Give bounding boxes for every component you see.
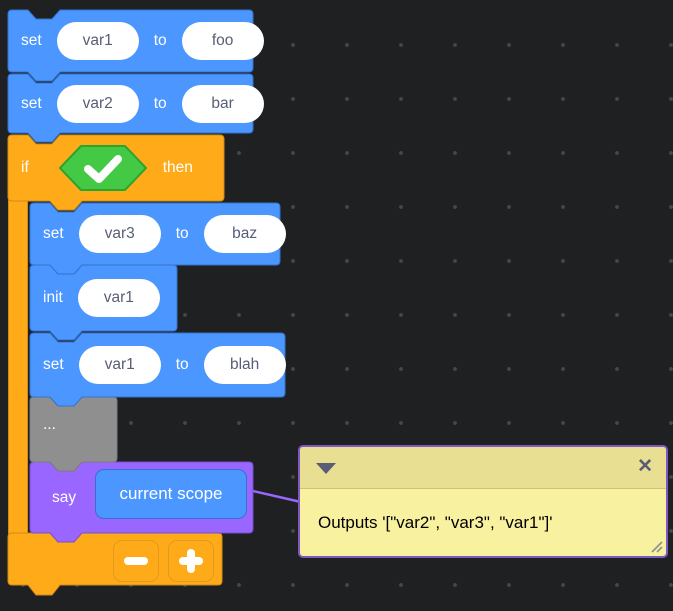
init-label: init	[43, 289, 63, 306]
to-label: to	[153, 32, 167, 49]
triangle-down-icon[interactable]	[316, 463, 336, 474]
set-label: set	[43, 356, 64, 373]
checkmark-icon	[83, 155, 122, 183]
condition-hexagon[interactable]	[58, 145, 147, 191]
variable-field[interactable]: var3	[78, 215, 161, 253]
block-set-var1-blah[interactable]: set var1 to blah	[29, 332, 286, 407]
if-block-footer[interactable]	[7, 532, 223, 596]
block-set-var3-baz[interactable]: set var3 to baz	[29, 202, 286, 275]
plus-icon	[187, 549, 195, 573]
variable-field[interactable]: var1	[77, 279, 160, 317]
block-init-var1[interactable]: init var1	[29, 264, 178, 341]
to-label: to	[175, 356, 189, 373]
block-comment: ✕ Outputs '["var2", "var3", "var1"]'	[298, 445, 668, 558]
block-set-var1-foo[interactable]: set var1 to foo	[7, 9, 264, 82]
variable-field[interactable]: var1	[56, 22, 139, 60]
ellipsis-label: ...	[43, 415, 56, 433]
minus-icon	[124, 557, 148, 565]
block-if-then[interactable]: if then	[7, 134, 225, 211]
close-icon[interactable]: ✕	[637, 456, 653, 477]
current-scope-label: current scope	[119, 484, 223, 503]
variable-field[interactable]: var2	[56, 84, 139, 123]
block-placeholder[interactable]: ...	[29, 396, 118, 472]
variable-field[interactable]: var1	[78, 346, 161, 384]
if-label: if	[21, 159, 29, 176]
value-field[interactable]: bar	[181, 84, 264, 123]
block-current-scope[interactable]: current scope	[95, 469, 247, 519]
value-field[interactable]: blah	[203, 346, 286, 384]
add-else-button[interactable]	[168, 540, 214, 582]
comment-connector-line	[252, 489, 302, 504]
set-label: set	[21, 94, 42, 112]
block-set-var2-bar[interactable]: set var2 to bar	[7, 73, 264, 143]
value-field[interactable]: foo	[181, 22, 264, 60]
value-field[interactable]: baz	[203, 215, 286, 253]
to-label: to	[153, 94, 167, 112]
comment-header[interactable]: ✕	[300, 447, 666, 489]
resize-handle-icon[interactable]	[649, 539, 663, 553]
if-block-spine	[8, 190, 28, 540]
comment-text[interactable]: Outputs '["var2", "var3", "var1"]'	[318, 512, 553, 532]
set-label: set	[43, 225, 64, 242]
block-say[interactable]: say current scope	[29, 461, 254, 543]
remove-else-button[interactable]	[113, 540, 159, 582]
then-label: then	[162, 159, 193, 176]
say-label: say	[52, 488, 77, 506]
set-label: set	[21, 32, 42, 49]
to-label: to	[175, 225, 189, 242]
